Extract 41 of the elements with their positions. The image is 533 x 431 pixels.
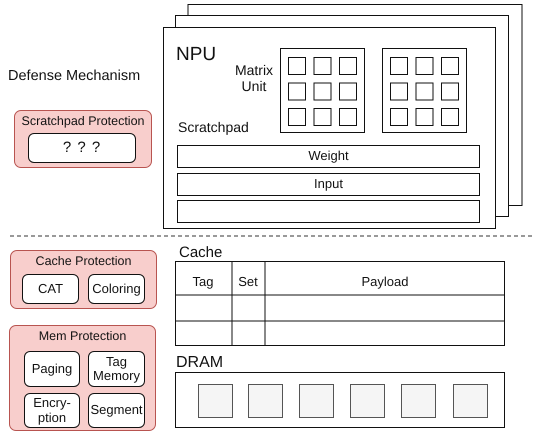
protection-group: [10, 250, 157, 309]
protection-group: [14, 110, 152, 168]
box-label: Tag Memory: [92, 354, 141, 384]
mechanism-box: [88, 393, 145, 428]
box-label: Encry- ption: [32, 396, 72, 425]
mechanism-box: [88, 274, 145, 304]
group-title: Mem Protection: [38, 329, 128, 343]
region-label: Scratchpad: [178, 119, 249, 135]
group-title: Cache Protection: [34, 254, 132, 268]
matrix-unit-grid: [382, 48, 467, 133]
group-title: Scratchpad Protection: [20, 114, 146, 128]
unit-label: Matrix Unit: [234, 62, 274, 94]
mechanism-box: [22, 274, 79, 304]
memory-cell: [401, 384, 436, 418]
memory-cell: [299, 384, 334, 418]
memory-cell: [453, 384, 488, 418]
section-label: DRAM: [176, 354, 224, 372]
mechanism-box: [24, 351, 80, 387]
heading-label: Defense Mechanism: [8, 68, 140, 84]
box-label: Input: [314, 177, 343, 192]
mechanism-box: [24, 393, 80, 428]
memory-cell: [350, 384, 385, 418]
column-header: Payload: [360, 274, 410, 289]
buffer-row: [177, 145, 480, 168]
protection-group: [9, 325, 156, 431]
column-header: Tag: [192, 274, 214, 289]
memory-cell: [198, 384, 233, 418]
mechanism-box: [28, 133, 136, 163]
section-label: Cache: [179, 244, 222, 261]
box-label: Segment: [90, 403, 142, 418]
memory-cell: [248, 384, 283, 418]
box-label: Coloring: [92, 282, 141, 296]
buffer-row: [177, 173, 480, 196]
column-header: Set: [237, 274, 259, 289]
box-label: ? ? ?: [62, 140, 102, 156]
box-label: Weight: [308, 149, 349, 164]
box-label: Paging: [30, 362, 74, 376]
npu-box: [163, 27, 496, 229]
chip-title: NPU: [176, 44, 216, 66]
buffer-row: [177, 200, 480, 223]
box-label: CAT: [38, 282, 64, 296]
